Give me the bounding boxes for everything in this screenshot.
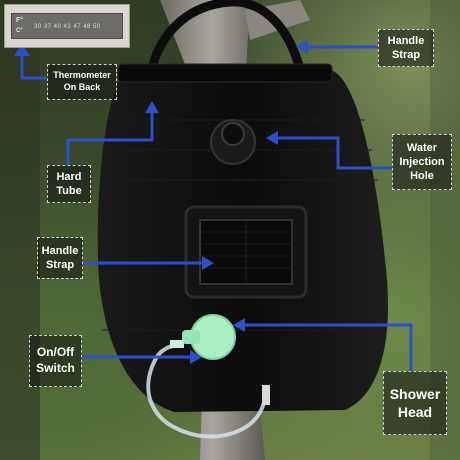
label-handle-strap-middle: Handle Strap — [37, 237, 83, 279]
thermometer-inset: F° C° 30 37 40 43 47 48 50 — [4, 4, 130, 48]
thermometer-scale: 30 37 40 43 47 48 50 — [34, 24, 101, 30]
label-water-injection-hole: Water Injection Hole — [392, 134, 452, 190]
thermometer-sub-unit: C° — [16, 28, 23, 34]
label-on-off-switch: On/Off Switch — [29, 335, 82, 387]
label-handle-strap-top: Handle Strap — [378, 29, 434, 67]
hose — [146, 343, 268, 439]
label-hard-tube: Hard Tube — [47, 165, 91, 203]
label-thermometer: Thermometer On Back — [47, 64, 117, 100]
thermometer-unit: F° — [16, 17, 24, 24]
hard-tube — [117, 63, 333, 83]
annotation-arrows — [20, 45, 413, 371]
label-shower-head: Shower Head — [383, 371, 447, 435]
